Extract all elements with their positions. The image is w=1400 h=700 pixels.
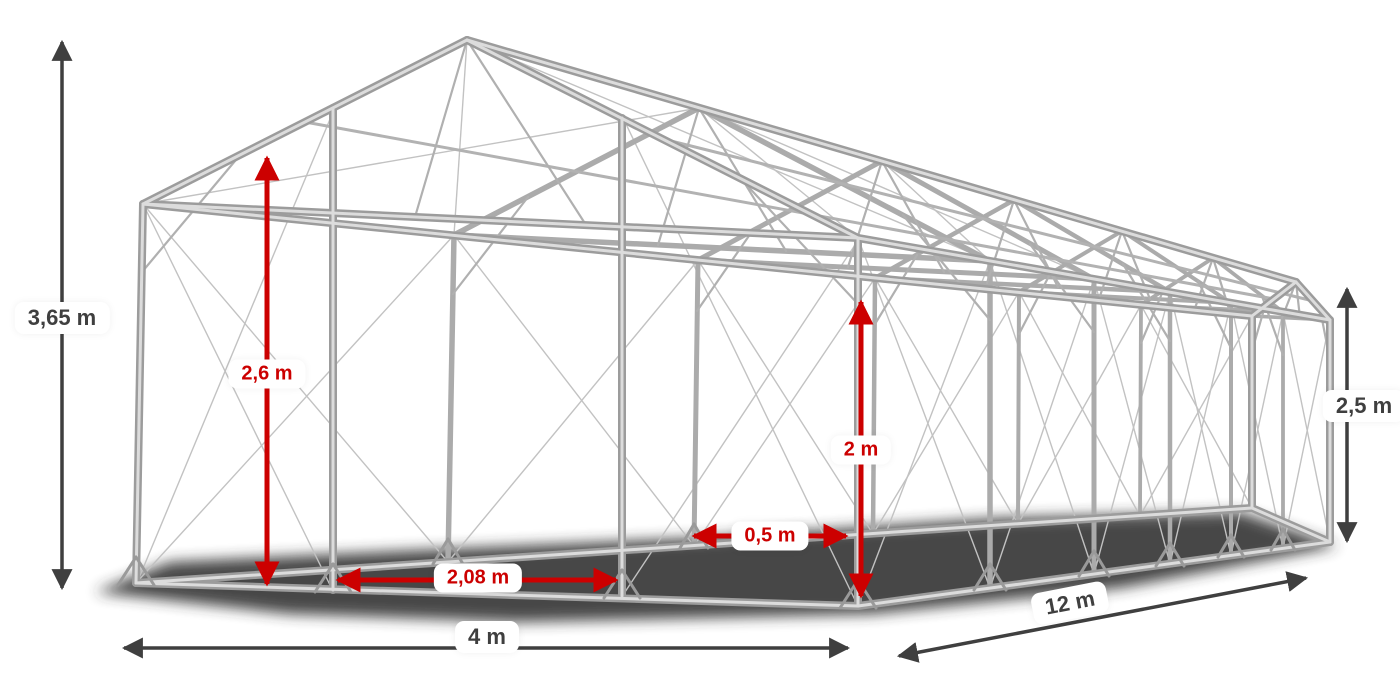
dimension-label-door-width: 2,08 m [433,563,523,593]
roof-purlins [303,120,1315,303]
dimension-label-side-opening-offset: 0,5 m [731,521,809,551]
dimension-label-total-height: 3,65 m [14,302,110,334]
frame-structure [116,39,1331,608]
arrow-length [896,571,1309,663]
dimension-label-door-height: 2,6 m [228,359,306,389]
dimension-label-side-opening-height: 2 m [830,435,892,465]
dimension-label-width: 4 m [455,621,519,653]
bracing-cables [135,39,1331,607]
dimension-label-side-height: 2,5 m [1322,390,1400,422]
